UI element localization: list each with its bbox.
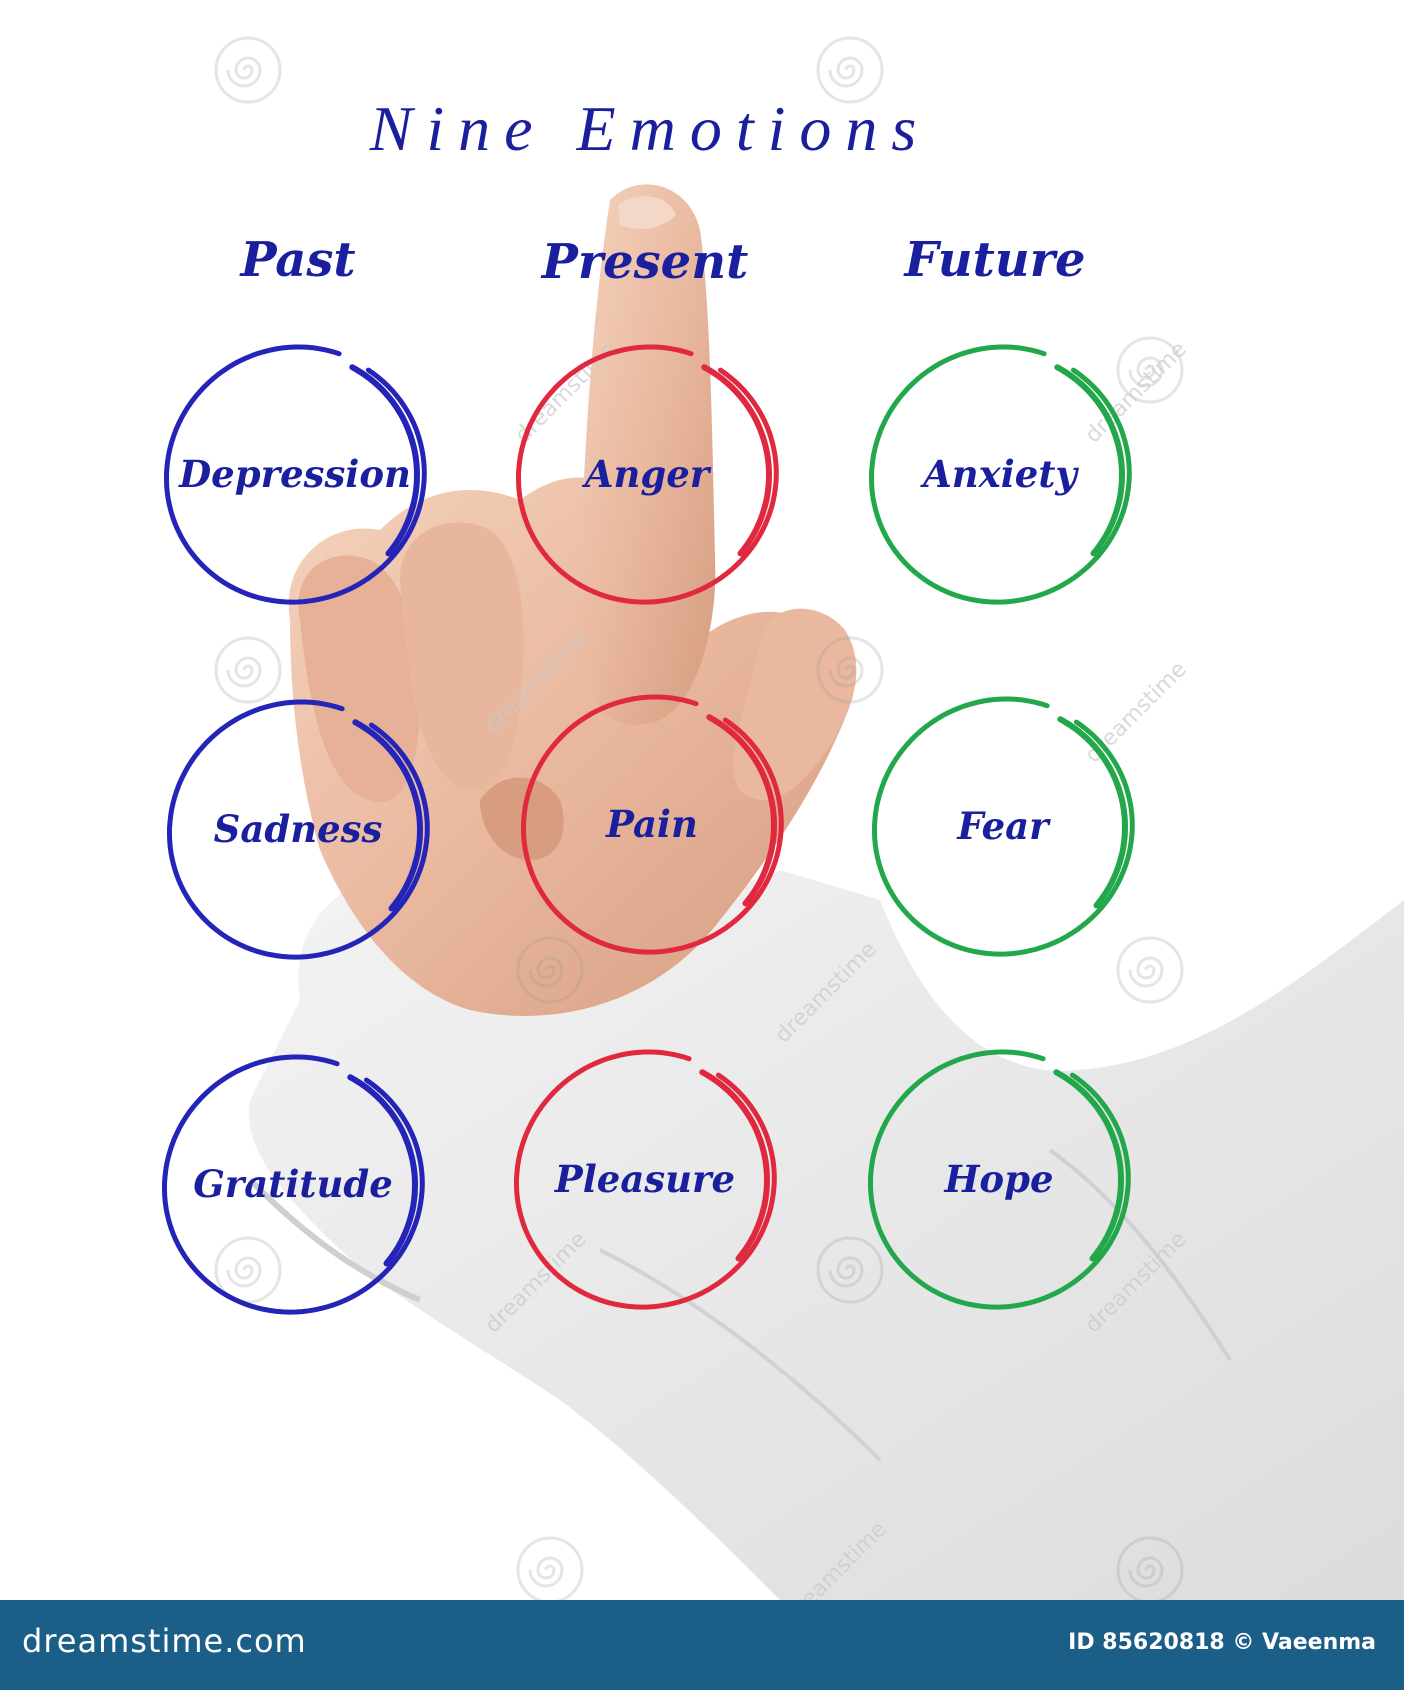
circle-ring bbox=[164, 344, 427, 605]
circle-brush-tail bbox=[352, 719, 424, 912]
emotion-circle-anger: Anger bbox=[512, 340, 782, 610]
emotion-circle-hope: Hope bbox=[864, 1045, 1134, 1315]
circle-ring bbox=[167, 699, 430, 960]
emotion-label: Depression bbox=[179, 452, 411, 496]
circle-outline bbox=[514, 1049, 777, 1310]
dreamstime-swirl-icon bbox=[516, 936, 584, 1004]
column-header-past: Past bbox=[240, 232, 356, 288]
emotion-circle-pain: Pain bbox=[517, 690, 787, 960]
emotion-label: Pleasure bbox=[554, 1157, 736, 1201]
circle-outline bbox=[869, 344, 1132, 605]
emotion-circle-pleasure: Pleasure bbox=[510, 1045, 780, 1315]
emotion-circle-anxiety: Anxiety bbox=[865, 340, 1135, 610]
circle-outline bbox=[872, 696, 1135, 957]
circle-brush-tail bbox=[349, 364, 421, 557]
dreamstime-swirl-icon bbox=[1116, 336, 1184, 404]
emotion-circle-fear: Fear bbox=[868, 692, 1138, 962]
emotion-label: Gratitude bbox=[193, 1162, 393, 1206]
circle-outline bbox=[516, 344, 779, 605]
dreamstime-swirl-icon bbox=[816, 1236, 884, 1304]
footer-brand[interactable]: dreamstime.com bbox=[22, 1622, 307, 1660]
circle-outline bbox=[162, 1054, 425, 1315]
circle-brush-tail bbox=[347, 1074, 419, 1267]
emotion-label: Hope bbox=[944, 1157, 1054, 1201]
emotion-label: Pain bbox=[606, 802, 698, 846]
circle-brush-tail bbox=[1054, 364, 1126, 557]
dreamstime-swirl-icon bbox=[816, 636, 884, 704]
circle-ring bbox=[162, 1054, 425, 1315]
circle-brush-tail bbox=[701, 364, 773, 557]
circle-ring bbox=[514, 1049, 777, 1310]
dreamstime-swirl-icon bbox=[214, 636, 282, 704]
dreamstime-swirl-icon bbox=[214, 36, 282, 104]
emotion-label: Anxiety bbox=[923, 452, 1077, 496]
emotion-label: Sadness bbox=[213, 807, 383, 851]
circle-brush-tail bbox=[706, 714, 778, 907]
footer-image-id: ID 85620818 © Vaeenma bbox=[1068, 1630, 1376, 1655]
circle-brush-tail bbox=[1053, 1069, 1125, 1262]
circle-brush-tail bbox=[1057, 716, 1129, 909]
circle-ring bbox=[521, 694, 784, 955]
emotion-circle-sadness: Sadness bbox=[163, 695, 433, 965]
emotion-label: Fear bbox=[957, 804, 1049, 848]
column-header-present: Present bbox=[541, 234, 749, 290]
circle-brush-tail bbox=[699, 1069, 771, 1262]
dreamstime-swirl-icon bbox=[214, 1236, 282, 1304]
dreamstime-swirl-icon bbox=[1116, 1536, 1184, 1604]
circle-outline bbox=[167, 699, 430, 960]
column-header-future: Future bbox=[904, 232, 1086, 288]
dreamstime-swirl-icon bbox=[816, 36, 884, 104]
circle-outline bbox=[164, 344, 427, 605]
dreamstime-swirl-icon bbox=[516, 1536, 584, 1604]
circle-ring bbox=[869, 344, 1132, 605]
emotion-label: Anger bbox=[584, 452, 710, 496]
circle-ring bbox=[872, 696, 1135, 957]
circle-outline bbox=[521, 694, 784, 955]
circle-outline bbox=[868, 1049, 1131, 1310]
circle-ring bbox=[516, 344, 779, 605]
diagram-title: Nine Emotions bbox=[369, 93, 931, 164]
footer-bar: dreamstime.com ID 85620818 © Vaeenma bbox=[0, 1600, 1404, 1690]
emotion-circle-gratitude: Gratitude bbox=[158, 1050, 428, 1320]
dreamstime-swirl-icon bbox=[1116, 936, 1184, 1004]
emotion-circle-depression: Depression bbox=[160, 340, 430, 610]
circle-ring bbox=[868, 1049, 1131, 1310]
